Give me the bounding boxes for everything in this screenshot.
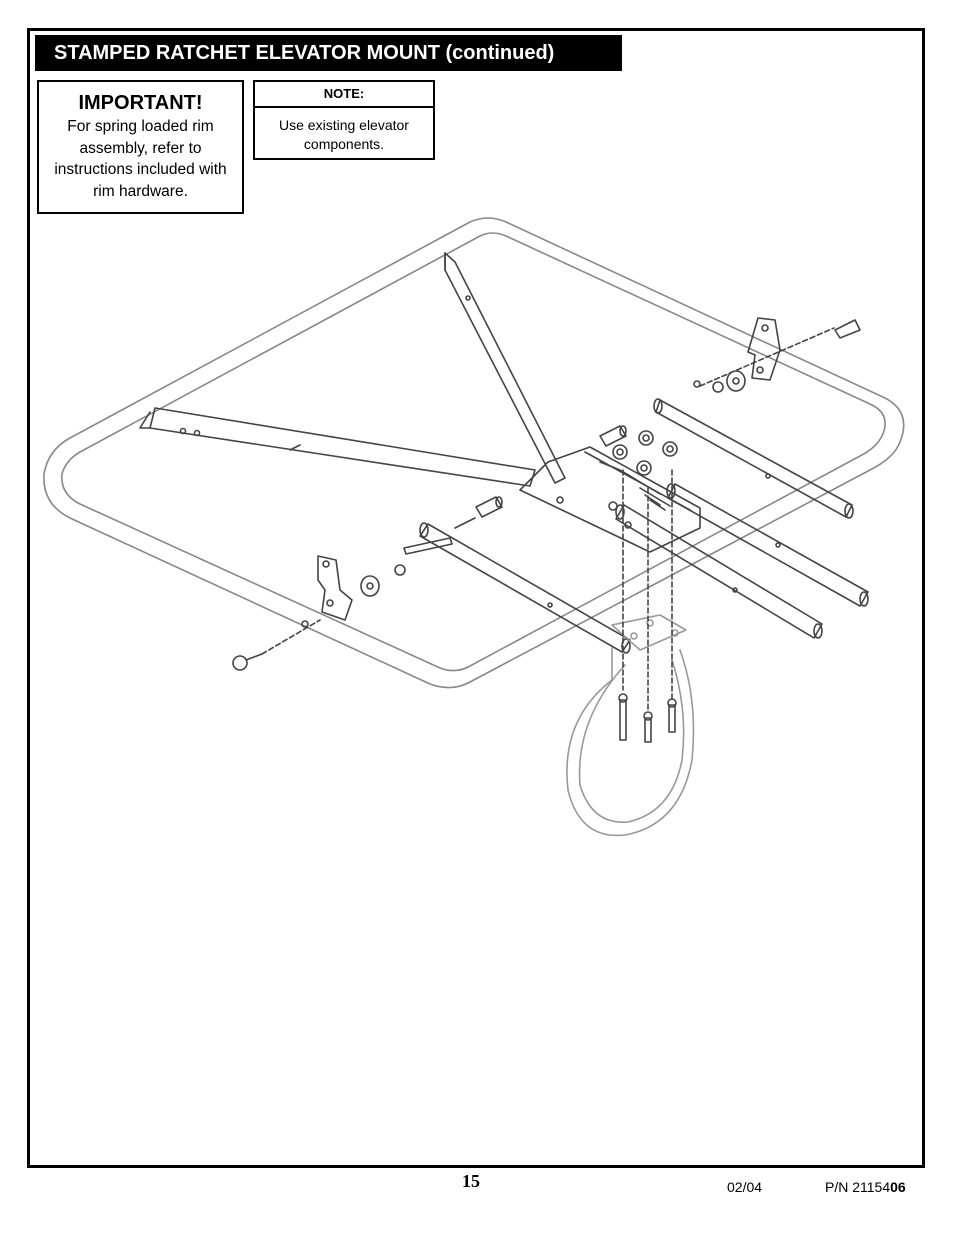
important-callout: IMPORTANT! For spring loaded rim assembl… [37,80,244,214]
hex-nuts [612,430,678,476]
revision-date: 02/04 [727,1179,763,1195]
part-number-suffix: 06 [890,1179,906,1195]
important-text: For spring loaded rim assembly, refer to… [54,118,227,200]
lower-arm [139,407,536,487]
important-heading: IMPORTANT! [78,92,203,114]
ratchet-bracket [519,446,701,553]
backboard-frame [43,217,905,689]
left-bracket-hardware [232,517,476,671]
upper-arm [444,252,566,484]
part-number: P/N 2115406 [825,1179,906,1195]
rim [566,614,695,837]
note-text: Use existing elevator components. [279,117,409,152]
note-heading: NOTE: [255,82,433,108]
spacers [475,425,627,518]
right-bracket-hardware [693,317,861,393]
part-number-prefix: P/N 21154 [825,1179,891,1195]
section-title: STAMPED RATCHET ELEVATOR MOUNT (continue… [35,35,622,71]
note-callout: NOTE: Use existing elevator components. [253,80,435,160]
page-number: 15 [462,1171,480,1191]
pivot-pipes [419,398,869,654]
page-frame [27,28,925,1168]
rim-bolts [618,469,677,743]
